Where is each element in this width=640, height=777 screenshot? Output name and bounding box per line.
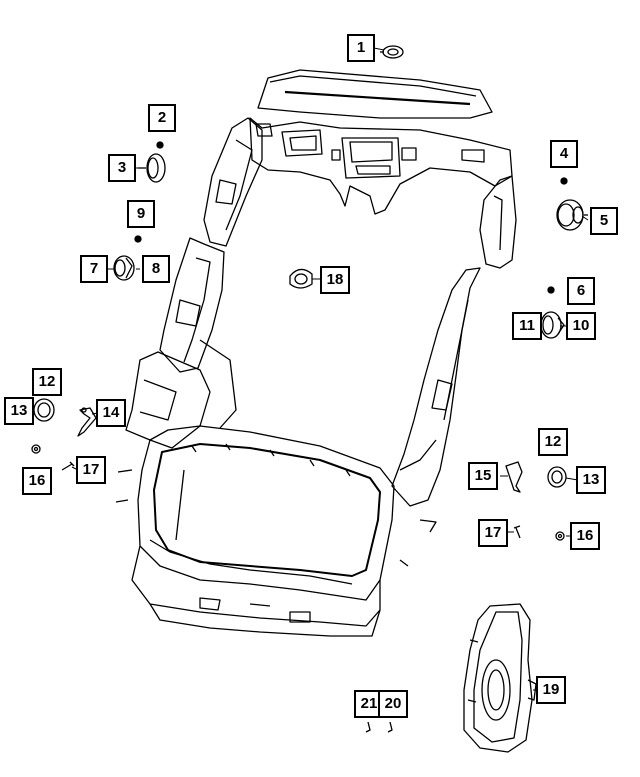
nut-part-16-right (555, 531, 565, 541)
callout-12-right: 12 (538, 428, 568, 456)
clip-part-20 (387, 721, 393, 733)
callout-16-right: 16 (570, 522, 600, 550)
speaker-part-5 (556, 199, 588, 231)
fastener-dot-2 (156, 141, 164, 149)
clip-part-21 (365, 721, 371, 733)
callout-3: 3 (108, 154, 136, 182)
callout-7: 7 (80, 255, 108, 283)
callout-10: 10 (566, 312, 596, 340)
callout-6: 6 (567, 277, 595, 305)
leader-lines (71, 47, 589, 691)
callout-13-left: 13 (4, 397, 34, 425)
speaker-part-12-13-right (547, 466, 567, 488)
callout-14: 14 (96, 399, 126, 427)
fastener-dot-6 (547, 286, 555, 294)
overhead-speaker-part-18 (289, 268, 313, 289)
dash-tweeter-part (380, 45, 404, 59)
subwoofer-enclosure-part-19 (463, 603, 537, 753)
speaker-part-12-13-left (33, 398, 55, 422)
bracket-part-14 (77, 407, 97, 437)
vehicle-interior-shell (115, 69, 517, 637)
bracket-part-15 (505, 461, 523, 493)
callout-19: 19 (536, 676, 566, 704)
speaker-part-7-8 (113, 255, 135, 281)
callout-1: 1 (347, 34, 375, 62)
callout-12-left: 12 (32, 368, 62, 396)
callout-17-left: 17 (76, 456, 106, 484)
fastener-dot-4 (560, 177, 568, 185)
callout-13-right: 13 (576, 466, 606, 494)
screw-part-17-right (513, 525, 521, 539)
callout-18: 18 (320, 266, 350, 294)
callout-15: 15 (468, 462, 498, 490)
callout-5: 5 (590, 207, 618, 235)
nut-part-16-left (31, 444, 41, 454)
callout-2: 2 (148, 104, 176, 132)
callout-4: 4 (550, 140, 578, 168)
fastener-dot-9 (134, 235, 142, 243)
screw-part-17-left (61, 461, 75, 471)
callout-20: 20 (378, 690, 408, 718)
callout-17-right: 17 (478, 519, 508, 547)
callout-11: 11 (512, 312, 542, 340)
callout-8: 8 (142, 255, 170, 283)
callout-16-left: 16 (22, 467, 52, 495)
callout-9: 9 (127, 200, 155, 228)
speaker-part-10-11 (540, 311, 565, 339)
